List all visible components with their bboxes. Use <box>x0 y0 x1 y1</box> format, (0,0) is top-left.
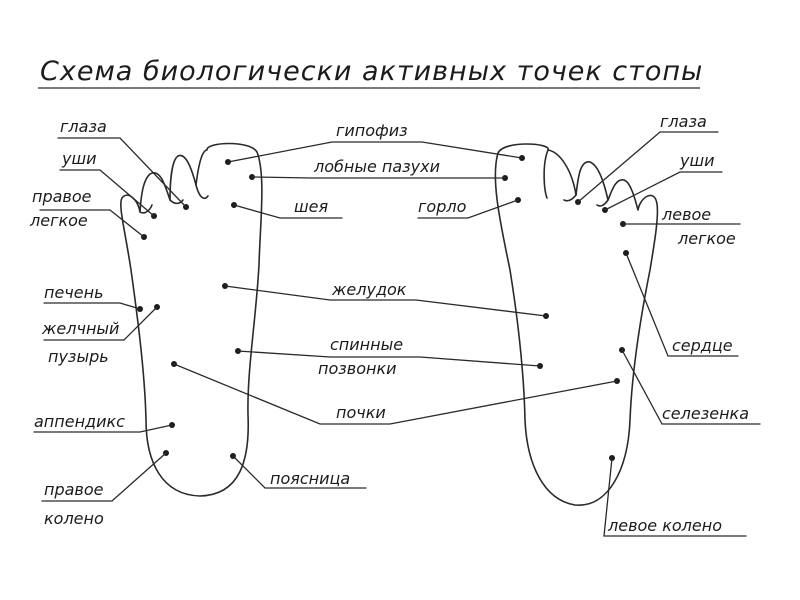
label-ears-left: уши <box>61 149 97 168</box>
label-sinuses: лобные пазухи <box>313 157 440 176</box>
diagram-title: Схема биологически активных точек стопы <box>40 56 703 87</box>
leader-appendix <box>33 424 173 433</box>
leader-right-knee <box>41 452 167 502</box>
leader-stomach <box>224 285 547 317</box>
label-gallbladder-2: пузырь <box>48 347 109 366</box>
leader-eyes-right <box>577 131 719 203</box>
label-left-knee: левое колено <box>607 516 722 535</box>
label-right-lung-1: правое <box>32 187 92 206</box>
label-eyes-left: глаза <box>60 117 107 136</box>
leader-throat <box>417 199 519 219</box>
label-liver: печень <box>44 283 104 302</box>
label-spine-2: позвонки <box>318 359 397 378</box>
label-eyes-right: глаза <box>660 112 707 131</box>
label-right-knee-1: правое <box>44 480 104 499</box>
left-foot-outline <box>120 142 263 497</box>
label-right-lung-2: легкое <box>29 211 88 230</box>
leader-gallbladder <box>43 306 158 341</box>
label-gallbladder-1: желчный <box>41 319 119 338</box>
label-heart: сердце <box>672 336 733 355</box>
leader-liver <box>43 302 141 310</box>
leader-ears-right <box>604 171 723 211</box>
label-appendix: аппендикс <box>34 412 125 431</box>
label-spleen: селезенка <box>662 404 749 423</box>
label-left-lung-1: левое <box>661 205 711 224</box>
leader-sinuses <box>251 176 506 179</box>
label-left-lung-2: легкое <box>677 229 736 248</box>
leader-neck <box>233 204 343 219</box>
label-spine-1: спинные <box>330 335 403 354</box>
label-lower-back: поясница <box>270 469 350 488</box>
leader-pituitary <box>227 141 523 163</box>
leader-spine <box>237 350 541 367</box>
leader-heart <box>625 252 739 357</box>
leader-left-knee <box>603 457 747 537</box>
leader-right-lung <box>39 209 145 238</box>
right-foot-outline <box>494 143 659 506</box>
label-kidneys: почки <box>336 403 386 422</box>
leader-spleen <box>621 349 761 425</box>
label-right-knee-2: колено <box>44 509 104 528</box>
label-throat: горло <box>418 197 467 216</box>
leader-ears-left <box>59 169 155 217</box>
label-ears-right: уши <box>679 151 715 170</box>
leader-eyes-left <box>57 137 187 208</box>
leader-lower-back <box>232 455 367 489</box>
label-stomach: желудок <box>331 280 407 299</box>
label-pituitary: гипофиз <box>336 121 408 140</box>
label-neck: шея <box>294 197 328 216</box>
leader-lines <box>33 131 761 537</box>
leader-kidneys <box>173 363 618 425</box>
